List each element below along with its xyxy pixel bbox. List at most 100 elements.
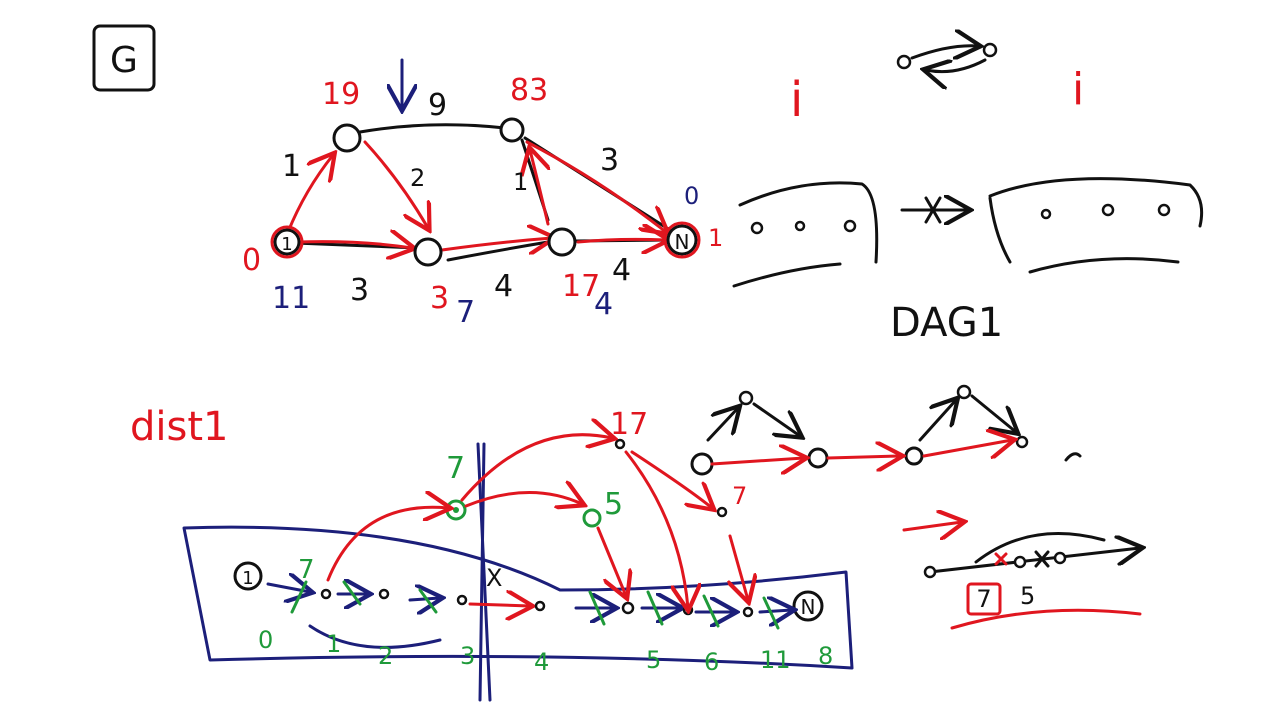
node-mid <box>413 237 443 267</box>
blue-label-mid: 7 <box>456 295 475 330</box>
arc-start-to-7 <box>326 507 448 582</box>
mini-edge-1-3 <box>710 458 804 464</box>
left-group-underline <box>732 262 842 288</box>
mini-node-2 <box>738 390 754 406</box>
green-index-8: 8 <box>818 642 833 670</box>
dist-topright: 83 <box>510 73 548 108</box>
red-edge-mid-low <box>440 238 552 250</box>
green-top-7: 7 <box>446 451 465 486</box>
sink-highlight <box>663 221 701 259</box>
cut-line-2 <box>478 442 486 702</box>
green-strike-5 <box>646 590 664 626</box>
red-letter-right: i <box>1072 64 1084 115</box>
mini-edge-5-6 <box>970 394 1016 432</box>
green-index-6: 6 <box>704 648 719 676</box>
top-graph: 1 N 1 2 9 1 3 3 4 4 0 19 3 17 83 0 11 7 … <box>242 58 723 330</box>
sink-label: N <box>675 230 690 254</box>
mini-dag <box>690 384 1082 476</box>
right-group-left-edge <box>988 196 1012 264</box>
node-topright <box>499 117 525 143</box>
dist-source: 0 <box>242 243 261 278</box>
red-edge-src-top <box>286 155 333 234</box>
source-label: 1 <box>281 234 292 255</box>
node-low <box>547 227 577 257</box>
blue-label-source: 11 <box>272 281 310 316</box>
strip-arrow-7 <box>758 610 792 612</box>
weight-right-up: 1 <box>513 168 528 196</box>
weight-top-right: 9 <box>428 88 447 123</box>
red-edge-topright-sink <box>525 140 666 232</box>
strip-node-5 <box>621 601 635 615</box>
cycle-node-left <box>896 54 912 70</box>
blue-label-low: 4 <box>594 287 613 322</box>
right-group-underline <box>1028 257 1180 274</box>
cycle-arrow-back <box>926 60 987 72</box>
mini-node-3 <box>807 447 829 469</box>
chain-node-1 <box>923 565 937 579</box>
strip-outline <box>182 525 854 670</box>
red-top-17: 17 <box>610 407 648 442</box>
right-group-outline <box>988 177 1204 228</box>
boxed-node <box>966 582 1002 616</box>
relaxation-arcs: 7 5 17 7 <box>326 407 748 608</box>
mini-edge-4-5 <box>918 400 956 442</box>
green-index-5: 5 <box>646 646 661 674</box>
weight-right-sink: 3 <box>600 143 619 178</box>
dist-label: dist1 <box>130 404 228 450</box>
mini-node-5 <box>956 384 972 400</box>
green-index-4: 4 <box>534 648 549 676</box>
strip-node-1 <box>320 588 332 600</box>
strip-end-label: N <box>801 595 816 619</box>
dist-top: 19 <box>322 77 360 112</box>
mini-node-6 <box>1015 435 1029 449</box>
weight-mid-low: 4 <box>494 269 513 304</box>
green-top-5: 5 <box>604 487 623 522</box>
strip-red-cross-arrow <box>468 604 530 606</box>
strip-start-label: 1 <box>242 568 253 589</box>
title-label: G <box>110 40 138 81</box>
arc-7-down <box>730 534 748 600</box>
crossed-arrow-x2 <box>924 196 942 224</box>
edge-top-topright <box>358 123 507 134</box>
strip-node-2 <box>378 588 390 600</box>
strip-node-3 <box>456 594 468 606</box>
arc-5-down <box>596 526 626 596</box>
green-strike-7 <box>762 596 780 630</box>
dist-sink: 0 <box>684 182 699 210</box>
mini-edge-1-2 <box>706 408 738 442</box>
source-highlight <box>270 225 304 259</box>
mini-edge-3-4 <box>826 456 900 458</box>
weight-src-mid: 3 <box>350 273 369 308</box>
left-group-node-2 <box>794 220 806 232</box>
top-node-7 <box>716 506 728 518</box>
green-strike-1 <box>290 580 308 614</box>
side-number: 5 <box>1020 582 1035 610</box>
mini-tick <box>1064 452 1082 462</box>
arc-17-to-7 <box>630 450 712 508</box>
chain-node-2 <box>1013 555 1027 569</box>
green-strike-3 <box>418 588 438 614</box>
boxed-label: 7 <box>976 585 991 613</box>
arc-7-to-5 <box>464 492 582 506</box>
weight-low-sink: 4 <box>612 253 631 288</box>
green-index-2: 2 <box>378 642 393 670</box>
red-edge-src-mid <box>296 242 412 248</box>
right-group-node-3 <box>1157 203 1171 217</box>
node-sink <box>666 224 698 256</box>
title-box: G <box>92 24 156 92</box>
green-index-3: 3 <box>460 642 475 670</box>
green-strike-6 <box>702 594 720 628</box>
green-node-5 <box>582 508 602 528</box>
strip-node-7 <box>742 606 754 618</box>
cut-line <box>476 442 492 702</box>
red-letter-left: i <box>790 72 803 128</box>
strip-start-node <box>233 561 263 591</box>
bottom-right-sketch: 7 5 <box>902 522 1140 630</box>
chain-x-1 <box>994 552 1008 566</box>
red-top-7: 7 <box>732 482 747 510</box>
node-source <box>273 228 301 256</box>
green-strike-2 <box>342 580 362 606</box>
right-panel-top: i i DAG1 <box>732 44 1204 346</box>
